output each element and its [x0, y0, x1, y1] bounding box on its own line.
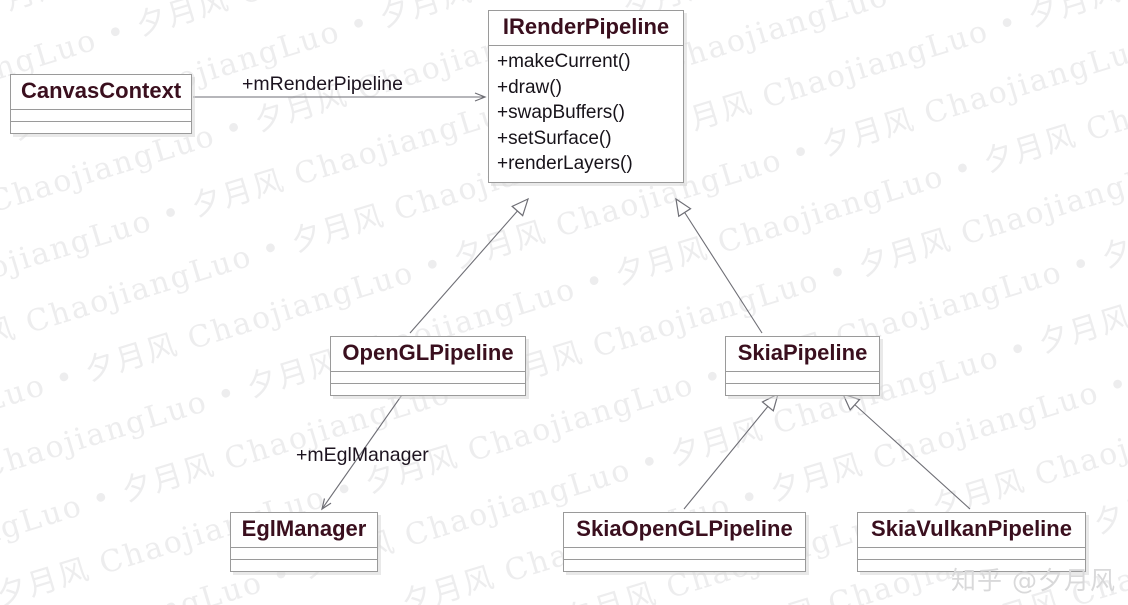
- class-title-irender-pipeline: IRenderPipeline: [502, 14, 670, 39]
- class-attributes-compartment: [11, 110, 191, 121]
- watermark-row: ChaojiangLuo • 夕月风 ChaojiangLuo • 夕月风 Ch…: [0, 133, 1128, 605]
- class-separator: [726, 371, 879, 372]
- class-title-canvas-context: CanvasContext: [21, 78, 182, 103]
- class-title-skia-pipeline: SkiaPipeline: [737, 340, 868, 365]
- class-member: +draw(): [497, 76, 562, 98]
- edge-opengl-inherits-irenderpipeline: [409, 197, 529, 334]
- class-methods-compartment: [231, 560, 377, 571]
- class-box-irender-pipeline[interactable]: IRenderPipeline +makeCurrent() +draw() +…: [488, 10, 684, 183]
- class-box-skia-pipeline[interactable]: SkiaPipeline: [725, 336, 880, 396]
- class-title-egl-manager: EglManager: [241, 516, 367, 541]
- class-member: +swapBuffers(): [497, 102, 625, 123]
- class-attributes-compartment: [726, 372, 879, 383]
- class-separator: [564, 547, 805, 548]
- class-box-skia-opengl-pipeline[interactable]: SkiaOpenGLPipeline: [563, 512, 806, 572]
- class-box-skia-vulkan-pipeline[interactable]: SkiaVulkanPipeline: [857, 512, 1086, 572]
- edge-skiavulkan-inherits-skia: [841, 392, 971, 510]
- class-separator: [726, 383, 879, 384]
- class-methods-compartment: +makeCurrent() +draw() +swapBuffers() +s…: [489, 46, 683, 182]
- class-methods-compartment: [331, 384, 525, 395]
- class-methods-compartment: [11, 122, 191, 133]
- class-box-egl-manager[interactable]: EglManager: [230, 512, 378, 572]
- class-separator: [11, 109, 191, 110]
- edge-skia-inherits-irenderpipeline: [675, 197, 763, 334]
- edge-skiaopengl-inherits-skia: [683, 392, 779, 510]
- class-member: +makeCurrent(): [497, 51, 631, 72]
- class-methods-compartment: [726, 384, 879, 395]
- class-box-opengl-pipeline[interactable]: OpenGLPipeline: [330, 336, 526, 396]
- class-separator: [231, 547, 377, 548]
- class-separator: [231, 559, 377, 560]
- class-separator: [858, 559, 1085, 560]
- edge-label-mrenderpipeline: +mRenderPipeline: [242, 73, 403, 95]
- class-box-canvas-context[interactable]: CanvasContext: [10, 74, 192, 134]
- class-attributes-compartment: [858, 548, 1085, 559]
- class-separator: [11, 121, 191, 122]
- class-separator: [489, 45, 683, 46]
- class-methods-compartment: [564, 560, 805, 571]
- class-member: +setSurface(): [497, 127, 612, 149]
- class-title-skia-opengl-pipeline: SkiaOpenGLPipeline: [576, 516, 793, 541]
- edge-label-meglmanager: +mEglManager: [296, 444, 429, 466]
- class-methods-compartment: [858, 560, 1085, 571]
- class-title-opengl-pipeline: OpenGLPipeline: [342, 340, 514, 365]
- class-attributes-compartment: [331, 372, 525, 383]
- class-separator: [331, 371, 525, 372]
- class-separator: [858, 547, 1085, 548]
- class-attributes-compartment: [231, 548, 377, 559]
- class-separator: [331, 383, 525, 384]
- class-separator: [564, 559, 805, 560]
- class-title-skia-vulkan-pipeline: SkiaVulkanPipeline: [871, 516, 1072, 541]
- class-attributes-compartment: [564, 548, 805, 559]
- class-member: +renderLayers(): [497, 153, 633, 174]
